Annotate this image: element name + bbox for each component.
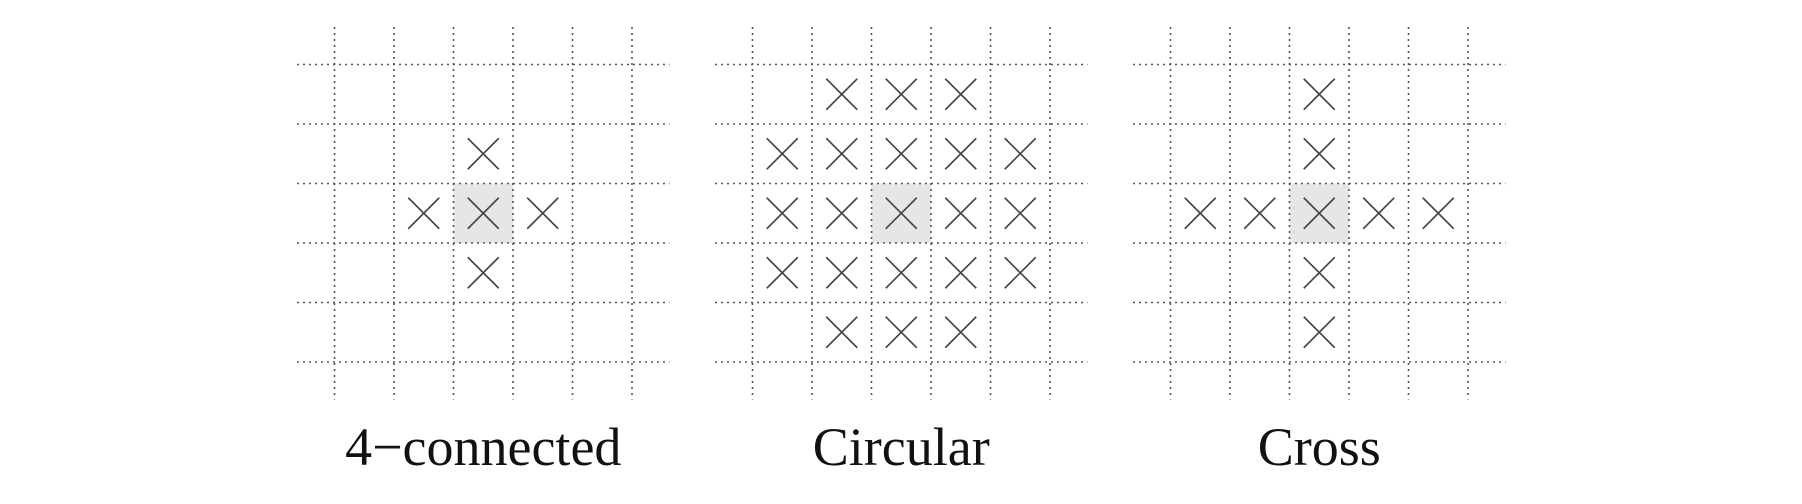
neighbor-x-mark [766, 137, 799, 170]
neighbor-x-mark [825, 137, 858, 170]
neighbor-x-mark [825, 256, 858, 289]
panel-label-cross: Cross [1258, 417, 1381, 477]
neighbor-x-mark [825, 316, 858, 349]
neighbor-x-mark [1422, 197, 1455, 230]
neighbor-x-mark [467, 256, 500, 289]
neighbor-x-mark [885, 197, 918, 230]
neighbor-x-mark [825, 78, 858, 111]
neighbor-x-mark [885, 256, 918, 289]
neighbor-x-mark [1362, 197, 1395, 230]
panel-cross: Cross [1133, 27, 1506, 477]
panel-label-circular: Circular [813, 417, 990, 477]
neighbor-x-mark [1004, 137, 1037, 170]
neighbor-x-mark [1004, 256, 1037, 289]
neighbor-x-mark [1303, 256, 1336, 289]
neighbor-x-mark [825, 197, 858, 230]
neighbor-x-mark [944, 197, 977, 230]
neighbor-x-mark [885, 78, 918, 111]
neighbor-x-mark [1303, 316, 1336, 349]
panel-4-connected: 4−connected [297, 27, 670, 477]
neighbor-x-mark [1303, 197, 1336, 230]
neighbor-x-mark [526, 197, 559, 230]
neighbor-x-mark [1004, 197, 1037, 230]
neighbor-x-mark [467, 137, 500, 170]
neighbor-x-mark [1303, 137, 1336, 170]
neighbor-x-mark [1303, 78, 1336, 111]
neighbor-x-mark [885, 137, 918, 170]
panel-circular: Circular [715, 27, 1088, 477]
neighbor-x-mark [885, 316, 918, 349]
neighbor-x-mark [944, 256, 977, 289]
neighbor-x-mark [1243, 197, 1276, 230]
neighbor-x-mark [944, 137, 977, 170]
neighbor-x-mark [944, 316, 977, 349]
neighbor-x-mark [407, 197, 440, 230]
neighbor-x-mark [467, 197, 500, 230]
panel-label-4-connected: 4−connected [345, 417, 621, 477]
neighbor-x-mark [1184, 197, 1217, 230]
neighbor-x-mark [766, 256, 799, 289]
neighbor-x-mark [766, 197, 799, 230]
neighbor-x-mark [944, 78, 977, 111]
